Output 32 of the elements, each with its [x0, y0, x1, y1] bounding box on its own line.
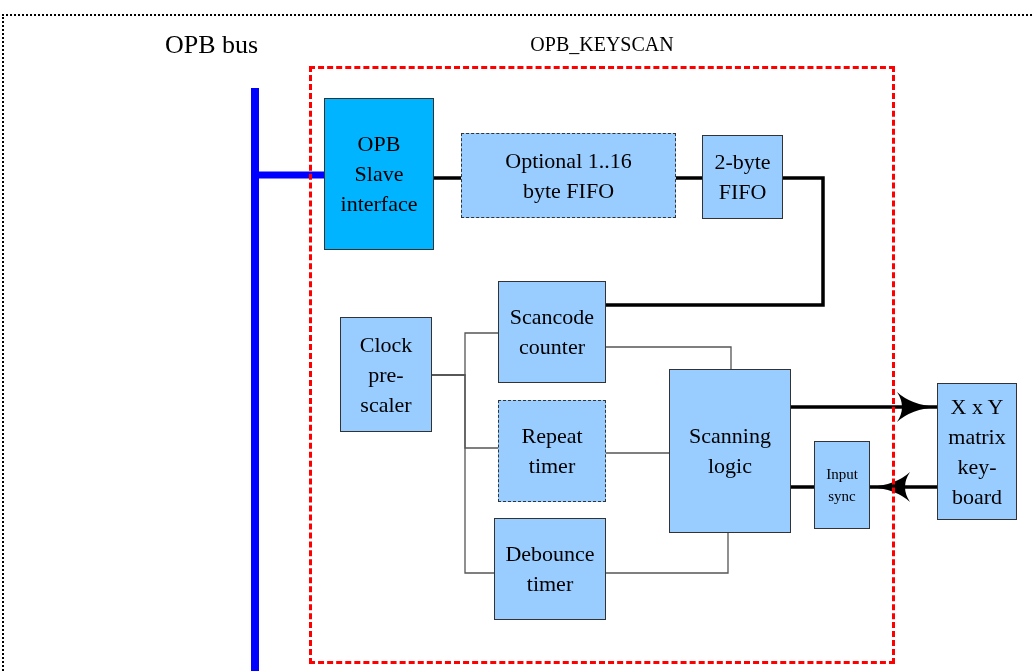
bus-label: OPB bus: [165, 29, 259, 61]
block-box: [324, 98, 434, 250]
block-label: Scancode counter: [508, 303, 596, 361]
connector: [676, 176, 702, 180]
block-title: OPB_KEYSCAN: [529, 32, 675, 57]
block-label: Repeat timer: [520, 422, 584, 480]
connector: [434, 176, 461, 180]
connector: [605, 346, 732, 370]
block-box: [461, 133, 676, 218]
block-label: Clock pre-scaler: [358, 330, 414, 419]
block-box: [702, 135, 783, 219]
block-box: [498, 400, 606, 502]
block-label: X x Y matrix key-board: [947, 392, 1007, 511]
block-label: OPB Slave interface: [339, 130, 419, 218]
connector: [791, 485, 814, 489]
block-label: Scanning logic: [688, 422, 772, 480]
block-box: [814, 441, 870, 529]
connector: [870, 472, 937, 502]
block-label: Debounce timer: [504, 540, 596, 598]
connector: [605, 532, 729, 574]
block-box: [494, 518, 606, 620]
block-box: [937, 383, 1017, 520]
connector: [431, 374, 495, 574]
block-label: Optional 1..16 byte FIFO: [504, 146, 633, 205]
block-label: 2-byte FIFO: [713, 148, 772, 206]
connector: [791, 392, 937, 422]
block-box: [340, 317, 432, 432]
connector: [605, 452, 670, 454]
connector: [606, 176, 825, 307]
block-label: Input sync: [825, 465, 859, 506]
block-box: [669, 369, 791, 533]
block-box: [498, 281, 606, 383]
